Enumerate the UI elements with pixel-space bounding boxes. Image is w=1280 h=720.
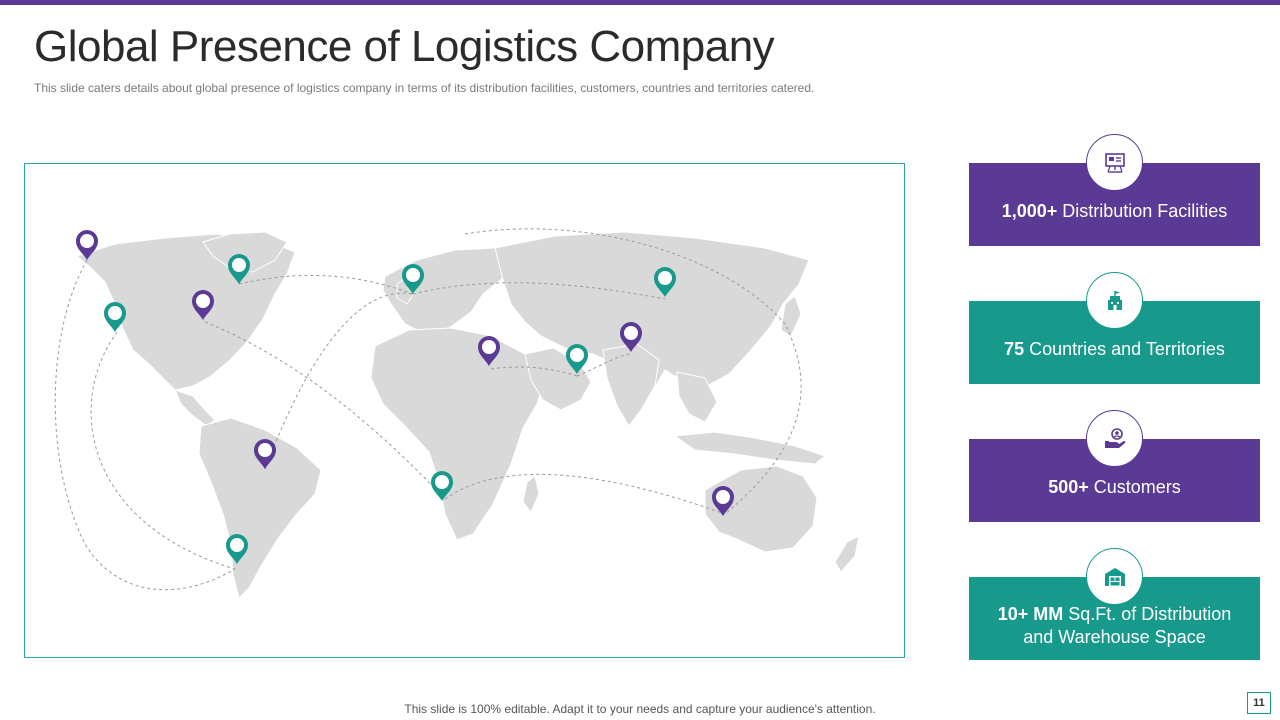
map-pins: [76, 230, 734, 564]
map-pin-center: [482, 340, 496, 354]
top-accent-bar: [0, 0, 1280, 5]
map-pin-center: [258, 443, 272, 457]
map-pin-center: [108, 306, 122, 320]
stat-value: 500+: [1048, 477, 1089, 497]
map-pin-icon: [104, 302, 126, 332]
map-pin-center: [230, 538, 244, 552]
map-pin-center: [80, 234, 94, 248]
map-pin-icon: [620, 322, 642, 352]
map-pin-icon: [654, 267, 676, 297]
map-pin-icon: [402, 264, 424, 294]
map-pin-icon: [478, 336, 500, 366]
greenland-shape: [202, 231, 288, 273]
page-number: 11: [1247, 692, 1271, 714]
stat-value: 75: [1004, 339, 1025, 359]
stat-value: 10+ MM: [997, 603, 1064, 624]
indonesia-shape: [673, 431, 827, 465]
presentation-board-icon: [1104, 152, 1125, 173]
stat-badge: [1086, 548, 1143, 605]
stat-label: Customers: [1088, 477, 1181, 497]
stat-badge: [1086, 272, 1143, 329]
world-map: [54, 228, 860, 599]
madagascar-shape: [522, 475, 540, 513]
map-pin-center: [716, 490, 730, 504]
map-pin-icon: [226, 534, 248, 564]
africa-shape: [370, 327, 546, 541]
world-map-land: [75, 231, 860, 599]
stat-value: 1,000+: [1001, 201, 1058, 221]
world-map-panel: [24, 163, 905, 658]
stat-label: Distribution Facilities: [1057, 201, 1228, 221]
route-lines: [54, 228, 802, 591]
japan-shape: [780, 295, 802, 337]
stat-badge: [1086, 410, 1143, 467]
new-zealand-shape: [834, 535, 860, 573]
building-flag-icon: [1107, 290, 1122, 310]
map-pin-icon: [254, 439, 276, 469]
map-pin-icon: [566, 344, 588, 374]
stat-label: Countries and Territories: [1024, 339, 1225, 359]
map-pin-icon: [431, 471, 453, 501]
southeast-asia-shape: [676, 371, 718, 423]
stat-card-countries-territories: 75 Countries and Territories: [969, 301, 1260, 384]
central-america-shape: [174, 389, 216, 427]
slide-title: Global Presence of Logistics Company: [34, 22, 775, 71]
map-pin-icon: [228, 254, 250, 284]
map-pin-icon: [192, 290, 214, 320]
australia-shape: [704, 465, 818, 553]
map-pin-center: [435, 475, 449, 489]
stat-label: Sq.Ft. of Distribution and Warehouse Spa…: [1023, 603, 1232, 647]
map-pin-center: [624, 326, 638, 340]
map-pin-icon: [76, 230, 98, 260]
map-pin-center: [570, 348, 584, 362]
footer-note: This slide is 100% editable. Adapt it to…: [404, 702, 876, 716]
map-pin-center: [196, 294, 210, 308]
hand-user-icon: [1104, 427, 1125, 448]
map-pin-icon: [712, 486, 734, 516]
map-pin-center: [658, 271, 672, 285]
slide-subtitle: This slide caters details about global p…: [34, 81, 815, 95]
stat-badge: [1086, 134, 1143, 191]
map-pin-center: [406, 268, 420, 282]
india-shape: [602, 343, 660, 427]
warehouse-icon: [1104, 567, 1125, 586]
map-pin-center: [232, 258, 246, 272]
south-america-shape: [198, 417, 322, 599]
